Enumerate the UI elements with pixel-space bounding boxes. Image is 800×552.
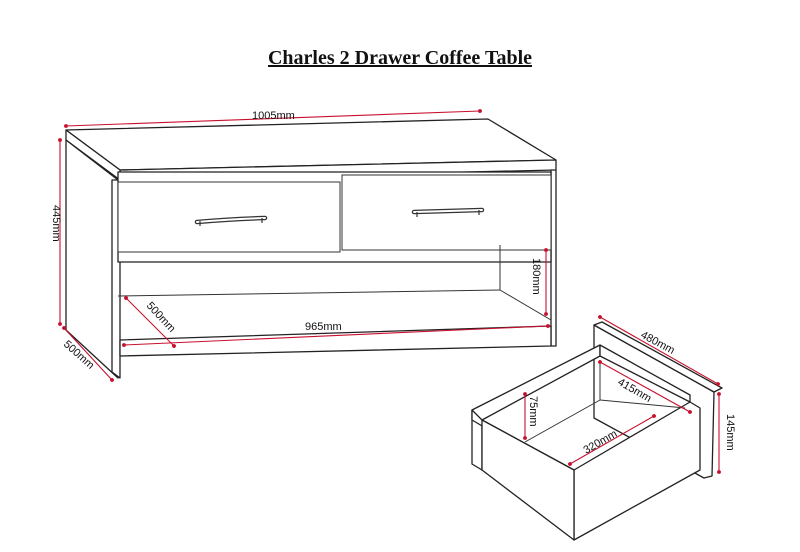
dim-width-label: 1005mm: [252, 110, 295, 122]
table-right-leg-front: [550, 169, 557, 347]
dim-depth-line: [62, 326, 114, 382]
dim-shelf-depth-line: [124, 296, 176, 348]
dim-width-line: [64, 109, 482, 128]
drawer-floor-edge-a: [524, 399, 601, 443]
right-drawer-handle-icon: [411, 207, 485, 217]
dim-drawer-outer-depth-line: [598, 315, 720, 386]
dim-drawer-inner-height-label: 75mm: [527, 396, 539, 427]
dim-drawer-inner-depth-line: [598, 360, 692, 414]
dim-shelf-width-label: 965mm: [305, 321, 342, 333]
left-drawer-handle-icon: [194, 215, 268, 226]
dim-drawer-front-height-label: 145mm: [724, 414, 736, 451]
table-left-side-panel: [65, 139, 119, 379]
drawer-detail: [471, 321, 723, 541]
diagram-title: Charles 2 Drawer Coffee Table: [267, 47, 533, 69]
shelf-right-diagonal: [499, 289, 552, 321]
shelf-back-edge: [117, 289, 501, 297]
dim-shelf-width-line: [122, 324, 550, 347]
left-drawer-front: [117, 181, 341, 253]
dim-height-label: 445mm: [50, 205, 62, 242]
dim-drawer-inner-width-line: [568, 414, 656, 466]
drawer-near-wall-inner: [481, 419, 575, 541]
dim-shelf-depth-label: 500mm: [144, 300, 178, 335]
dim-shelf-height-label: 180mm: [530, 258, 542, 295]
coffee-table: [65, 118, 557, 379]
